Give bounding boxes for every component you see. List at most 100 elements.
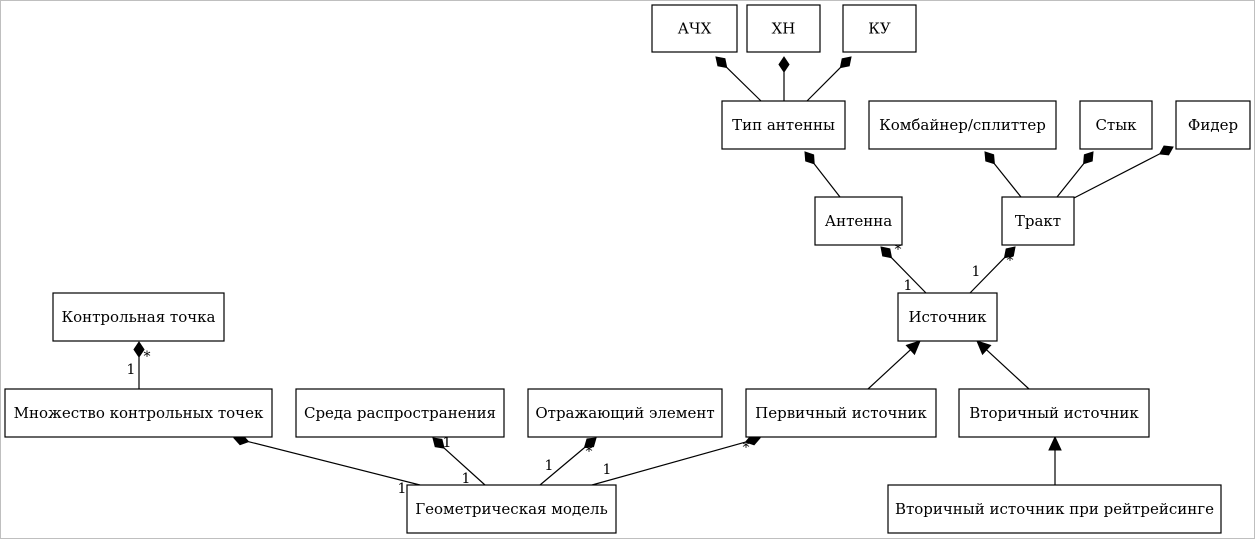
composition-diamond (583, 437, 597, 449)
class-node-antenna: Антенна (814, 196, 903, 246)
multiplicity-label: 1 (443, 435, 452, 451)
edge-line (986, 349, 1030, 390)
multiplicity-label: * (895, 242, 902, 258)
edge-geometric_model-to-reflecting_element: 1* (539, 437, 597, 486)
edge-source-to-tract: 1* (969, 246, 1016, 294)
class-box (814, 196, 903, 246)
edge-geometric_model-to-primary_source: 1* (591, 434, 761, 486)
edge-antenna_type-to-xn (778, 56, 790, 101)
class-box (295, 388, 505, 438)
class-name: Фидер (1188, 116, 1238, 134)
edge-antenna_type-to-achx (715, 56, 762, 102)
edge-line (248, 441, 421, 486)
edge-line (1056, 163, 1085, 198)
class-box (958, 388, 1150, 438)
composition-diamond (984, 151, 995, 165)
class-node-propagation-medium: Среда распространения (295, 388, 505, 438)
edge-line (993, 163, 1022, 198)
edge-line (813, 163, 841, 198)
composition-diamond (880, 246, 893, 259)
class-box (1175, 100, 1251, 150)
class-name: Вторичный источник (969, 404, 1139, 422)
class-node-control-point: Контрольная точка (52, 292, 225, 342)
edge-primary_source-to-source (867, 340, 921, 390)
class-box (897, 292, 998, 342)
multiplicity-label: 1 (545, 458, 554, 474)
edge-control_points_set-to-control_point: 1* (127, 341, 151, 389)
edge-line (591, 441, 746, 486)
multiplicity-label: * (743, 440, 750, 456)
class-name: Контрольная точка (62, 308, 216, 326)
class-node-reflecting-element: Отражающий элемент (527, 388, 723, 438)
class-name: Среда распространения (304, 404, 496, 422)
edge-line (539, 447, 585, 486)
class-name: Вторичный источник при рейтрейсинге (895, 500, 1214, 518)
class-box (745, 388, 937, 438)
class-box (52, 292, 225, 342)
class-node-primary-source: Первичный источник (745, 388, 937, 438)
class-name: АЧХ (678, 20, 712, 38)
edge-antenna-to-antenna_type (804, 151, 841, 198)
edges-layer: 1*1*1*1*111*1* (127, 56, 1174, 497)
class-node-raytracing-secondary-source: Вторичный источник при рейтрейсинге (887, 484, 1222, 534)
edge-source-to-antenna: 1* (880, 242, 927, 294)
class-node-feeder: Фидер (1175, 100, 1251, 150)
class-node-control-points-set: Множество контрольных точек (4, 388, 273, 438)
edge-tract-to-joint (1056, 151, 1094, 198)
composition-diamond (715, 56, 728, 69)
multiplicity-label: 1 (127, 362, 136, 378)
class-name: Множество контрольных точек (14, 404, 264, 422)
class-name: Тракт (1015, 212, 1061, 230)
nodes-layer: АЧХ ХН КУ Тип антенны Комбайнер/сплиттер Стык… (4, 4, 1251, 534)
edge-line (1073, 153, 1160, 199)
inheritance-arrowhead (976, 340, 992, 356)
edge-antenna_type-to-ku (806, 56, 852, 102)
class-name: Отражающий элемент (535, 404, 714, 422)
class-box (651, 4, 738, 53)
class-box (746, 4, 821, 53)
edge-tract-to-feeder (1073, 145, 1174, 199)
class-node-joint: Стык (1079, 100, 1153, 150)
composition-diamond (804, 151, 815, 165)
class-name: Антенна (825, 212, 893, 230)
multiplicity-label: * (586, 444, 593, 460)
class-name: КУ (868, 20, 891, 38)
class-box (527, 388, 723, 438)
class-name: Комбайнер/сплиттер (879, 116, 1046, 134)
multiplicity-label: 1 (904, 278, 913, 294)
multiplicity-label: 1 (398, 481, 407, 497)
class-box (1001, 196, 1075, 246)
class-node-ku: КУ (842, 4, 917, 53)
inheritance-arrowhead (1048, 435, 1062, 451)
class-node-xn: ХН (746, 4, 821, 53)
class-node-source: Источник (897, 292, 998, 342)
composition-diamond (1003, 246, 1016, 259)
composition-diamond (133, 341, 145, 358)
class-name: Стык (1095, 116, 1137, 134)
class-box (1079, 100, 1153, 150)
class-node-tract: Тракт (1001, 196, 1075, 246)
composition-diamond (432, 437, 445, 449)
edge-line (891, 257, 927, 294)
edge-geometric_model-to-propagation_medium: 11 (432, 435, 486, 487)
class-box (842, 4, 917, 53)
class-node-geometric-model: Геометрическая модель (406, 484, 617, 534)
edge-line (969, 257, 1005, 294)
multiplicity-label: * (144, 349, 151, 365)
class-name: Тип антенны (732, 116, 835, 134)
class-box (721, 100, 846, 150)
edge-secondary_source-to-source (976, 340, 1030, 390)
composition-diamond (839, 56, 852, 69)
composition-diamond (1083, 151, 1094, 165)
class-node-secondary-source: Вторичный источник (958, 388, 1150, 438)
class-name: Первичный источник (755, 404, 927, 422)
composition-diamond (778, 56, 790, 73)
class-name: Геометрическая модель (415, 500, 608, 518)
class-box (4, 388, 273, 438)
edge-tract-to-combiner (984, 151, 1022, 198)
multiplicity-label: 1 (603, 462, 612, 478)
composition-diamond (1158, 145, 1174, 156)
edge-raytracing_secondary_source-to-secondary_source (1048, 435, 1062, 485)
edge-line (867, 349, 911, 390)
